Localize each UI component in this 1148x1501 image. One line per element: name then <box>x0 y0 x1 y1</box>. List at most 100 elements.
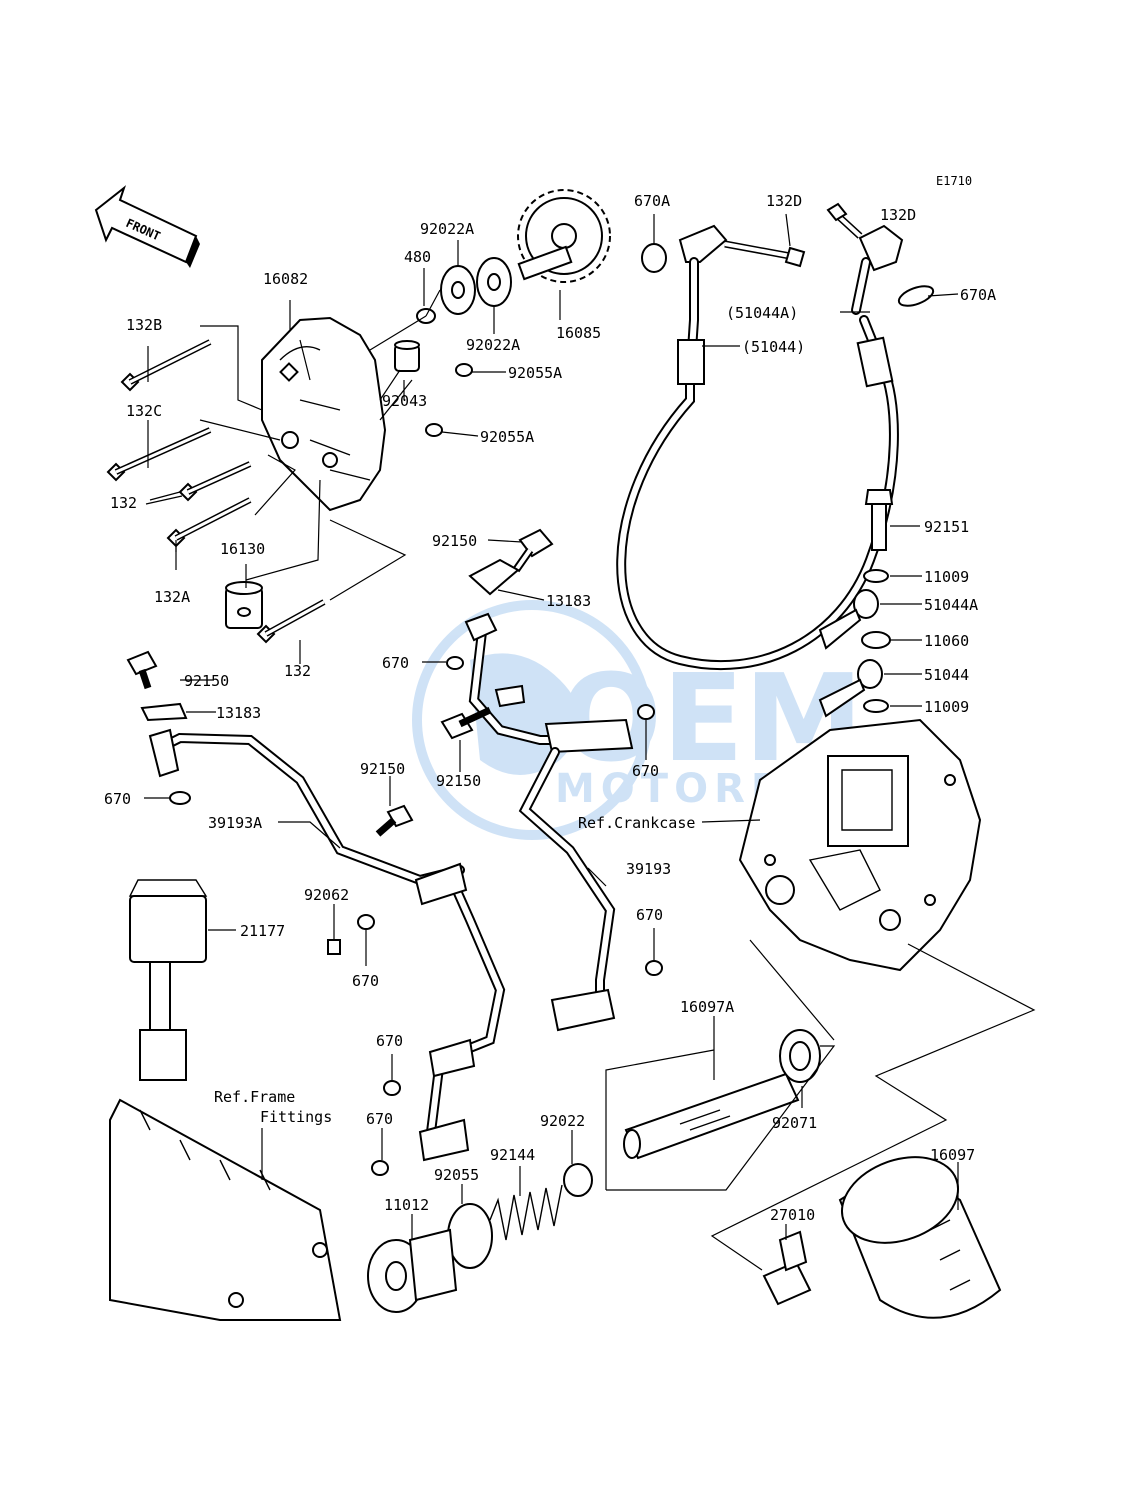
label-132-2: 132 <box>284 662 311 680</box>
spring-92144-icon <box>489 1184 563 1241</box>
label-92043: 92043 <box>382 392 427 410</box>
label-11009-1: 11009 <box>924 568 969 586</box>
plug-92062-icon <box>327 939 341 955</box>
label-670-5: 670 <box>636 906 663 924</box>
label-92150-1: 92150 <box>432 532 477 550</box>
oring-670A-left-icon <box>641 243 667 273</box>
label-16097: 16097 <box>930 1146 975 1164</box>
label-670-3: 670 <box>104 790 131 808</box>
label-92150-3: 92150 <box>184 672 229 690</box>
oring-670-7-icon <box>371 1160 389 1176</box>
bolt-92150-left-icon <box>126 650 158 690</box>
oring-670-1-icon <box>446 656 464 670</box>
label-16085: 16085 <box>556 324 601 342</box>
label-51044A: 51044A <box>924 596 978 614</box>
label-92150-2: 92150 <box>436 772 481 790</box>
label-21177: 21177 <box>240 922 285 940</box>
oring-92055A-lower-icon <box>425 423 443 437</box>
washer-92022A-1-icon <box>440 265 476 315</box>
label-480: 480 <box>404 248 431 266</box>
bolt-132B-icon <box>120 339 212 392</box>
label-132-1: 132 <box>110 494 137 512</box>
pump-16130-icon <box>225 581 263 629</box>
bracket-icon <box>494 684 526 708</box>
washer-11009-upper-icon <box>863 569 889 583</box>
plug-11012-icon <box>367 1228 458 1313</box>
fitting-right-icon <box>826 202 904 272</box>
label-670-2: 670 <box>632 762 659 780</box>
gear-16085-icon <box>517 189 611 283</box>
label-92022A-2: 92022A <box>466 336 520 354</box>
label-16082: 16082 <box>263 270 308 288</box>
bolt-132-lower-icon <box>256 599 326 644</box>
label-ref-crankcase: Ref.Crankcase <box>578 814 695 832</box>
label-51044A-ref: (51044A) <box>726 304 798 322</box>
label-670A-2: 670A <box>960 286 996 304</box>
plate-13183-left-icon <box>140 702 188 722</box>
bolt-132-upper-icon <box>178 461 252 502</box>
label-92062: 92062 <box>304 886 349 904</box>
switch-27010-icon <box>762 1230 812 1306</box>
label-fittings: Fittings <box>260 1108 332 1126</box>
label-92071: 92071 <box>772 1114 817 1132</box>
label-92055A-2: 92055A <box>480 428 534 446</box>
washer-11009-lower-icon <box>863 699 889 713</box>
oring-670A-right-icon <box>897 285 935 307</box>
bolt-92150-mid-icon <box>440 706 492 740</box>
crankcase-icon <box>738 718 982 972</box>
oring-670-2-icon <box>637 704 655 720</box>
label-92022: 92022 <box>540 1112 585 1130</box>
label-51044-ref: (51044) <box>742 338 805 356</box>
oring-670-4-icon <box>357 914 375 930</box>
bolt-132C-icon <box>106 427 212 482</box>
clamp-51044A-icon <box>856 336 894 388</box>
front-arrow-icon: FRONT <box>94 185 200 268</box>
oil-pump-body <box>261 316 387 512</box>
fitting-left-icon <box>678 224 806 268</box>
banjo-51044A-icon <box>818 589 879 650</box>
label-92055: 92055 <box>434 1166 479 1184</box>
label-670-1: 670 <box>382 654 409 672</box>
clamp-51044-icon <box>677 339 705 385</box>
label-132A: 132A <box>154 588 190 606</box>
label-670-7: 670 <box>366 1110 393 1128</box>
sensor-21177-icon <box>128 879 208 1081</box>
label-92144: 92144 <box>490 1146 535 1164</box>
label-92055A-1: 92055A <box>508 364 562 382</box>
label-92151: 92151 <box>924 518 969 536</box>
frame-fittings-icon <box>109 1098 342 1321</box>
label-132D-2: 132D <box>880 206 916 224</box>
label-132B: 132B <box>126 316 162 334</box>
washer-92022A-2-icon <box>476 257 512 307</box>
leader-lines <box>144 213 1036 1271</box>
label-13183-1: 13183 <box>546 592 591 610</box>
bolt-92150-top-icon <box>512 528 554 573</box>
label-132D-1: 132D <box>766 192 802 210</box>
label-670-4: 670 <box>352 972 379 990</box>
oring-670-3-icon <box>169 791 191 805</box>
label-39193: 39193 <box>626 860 671 878</box>
oring-670-6-icon <box>383 1080 401 1096</box>
label-16130: 16130 <box>220 540 265 558</box>
label-670-6: 670 <box>376 1032 403 1050</box>
label-51044: 51044 <box>924 666 969 684</box>
label-92022A-1: 92022A <box>420 220 474 238</box>
union-39193-icon <box>544 718 634 754</box>
pin-92043-icon <box>394 340 420 372</box>
oil-filter-16097-icon <box>838 1156 1002 1319</box>
oring-92055A-upper-icon <box>455 363 473 377</box>
label-92150-4: 92150 <box>360 760 405 778</box>
strainer-16097A-icon <box>623 1072 800 1160</box>
oring-670-5-icon <box>645 960 663 976</box>
plate-13183-top-icon <box>468 558 520 596</box>
label-11060: 11060 <box>924 632 969 650</box>
label-13183-2: 13183 <box>216 704 261 722</box>
label-ref-frame: Ref.Frame <box>214 1088 295 1106</box>
washer-11060-icon <box>861 631 891 649</box>
banjo-51044-icon <box>818 659 883 718</box>
label-16097A: 16097A <box>680 998 734 1016</box>
diagram-id: E1710 <box>936 174 972 188</box>
label-11009-2: 11009 <box>924 698 969 716</box>
